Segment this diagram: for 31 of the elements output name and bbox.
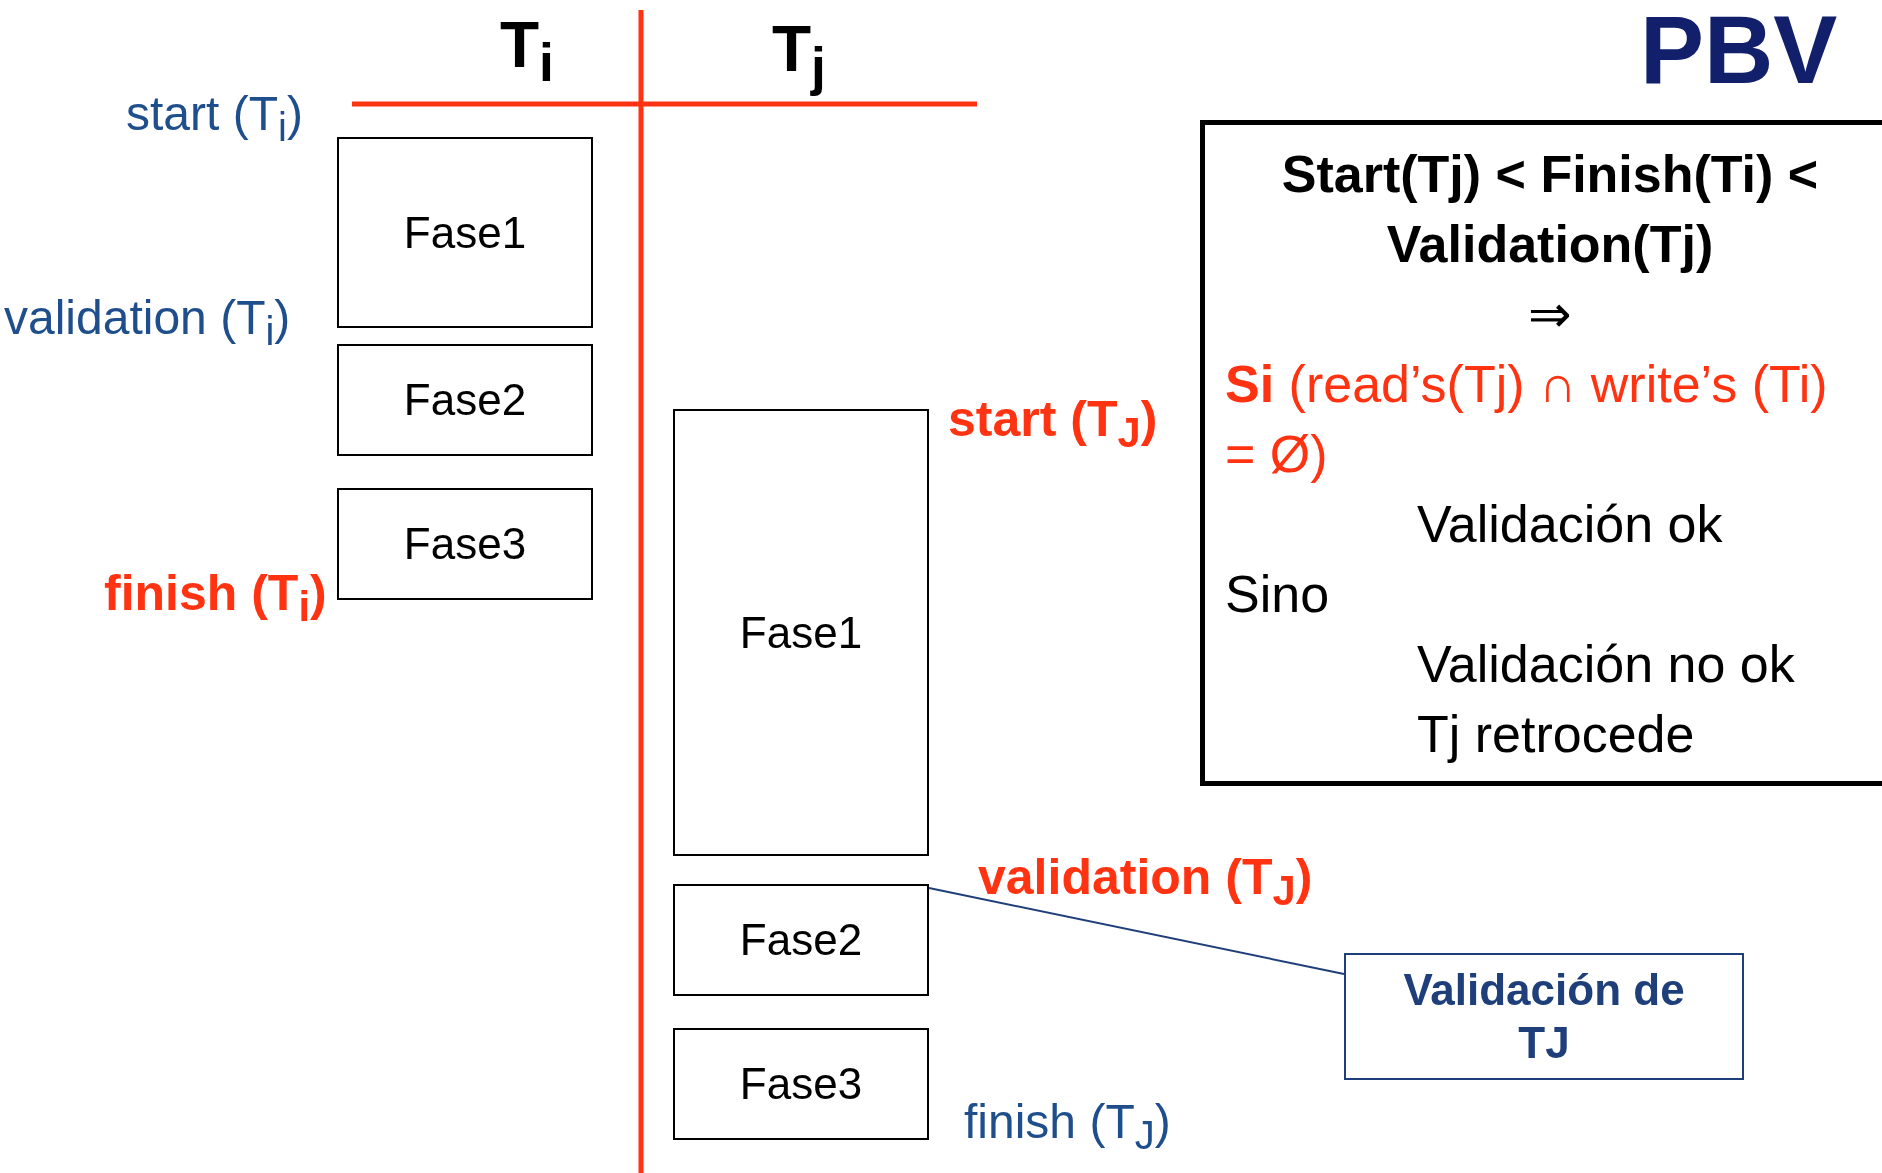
result-text: Tj retrocede <box>1417 704 1696 765</box>
phase-box <box>337 344 593 456</box>
phase-box <box>673 1028 929 1140</box>
slide-title: PBV <box>1640 0 1838 101</box>
phase-label: Fase3 <box>403 519 527 569</box>
phase-label: Fase3 <box>739 1059 863 1109</box>
condition-text: Si (read’s(Tj) ∩ write’s (Ti) = Ø) <box>1225 354 1829 485</box>
result-text: Validación ok <box>1417 494 1724 555</box>
note-box <box>1344 953 1744 1080</box>
time-label: validation (T$_{i}$) <box>4 292 291 353</box>
phase-label: Fase2 <box>739 915 863 965</box>
phase-box <box>337 137 593 328</box>
note-text: Validación de TJ <box>1402 963 1686 1069</box>
time-label: start (T$_{J}$) <box>948 392 1158 456</box>
phase-label: Fase1 <box>403 207 527 258</box>
phase-label: Fase1 <box>739 607 863 658</box>
phase-label: Fase2 <box>403 375 527 425</box>
result-text: Validación no ok <box>1417 634 1796 695</box>
time-label: finish (T$_{i}$) <box>104 566 327 630</box>
phase-box <box>673 884 929 996</box>
time-label: start (T$_{i}$) <box>126 88 303 149</box>
condition-text: Start(Tj) < Finish(Ti) < Validation(Tj) <box>1280 144 1820 275</box>
phase-box <box>673 409 929 856</box>
implies-symbol: ⇒ <box>1527 284 1573 345</box>
time-label: validation (T$_{J}$) <box>978 850 1313 914</box>
else-text: Sino <box>1225 564 1331 625</box>
phase-box <box>337 488 593 600</box>
time-label: finish (T$_{J}$) <box>964 1096 1171 1157</box>
column-header: T$_{j}$ <box>772 14 826 97</box>
column-header: T$_{i}$ <box>500 10 554 93</box>
leader-line <box>928 887 1345 975</box>
